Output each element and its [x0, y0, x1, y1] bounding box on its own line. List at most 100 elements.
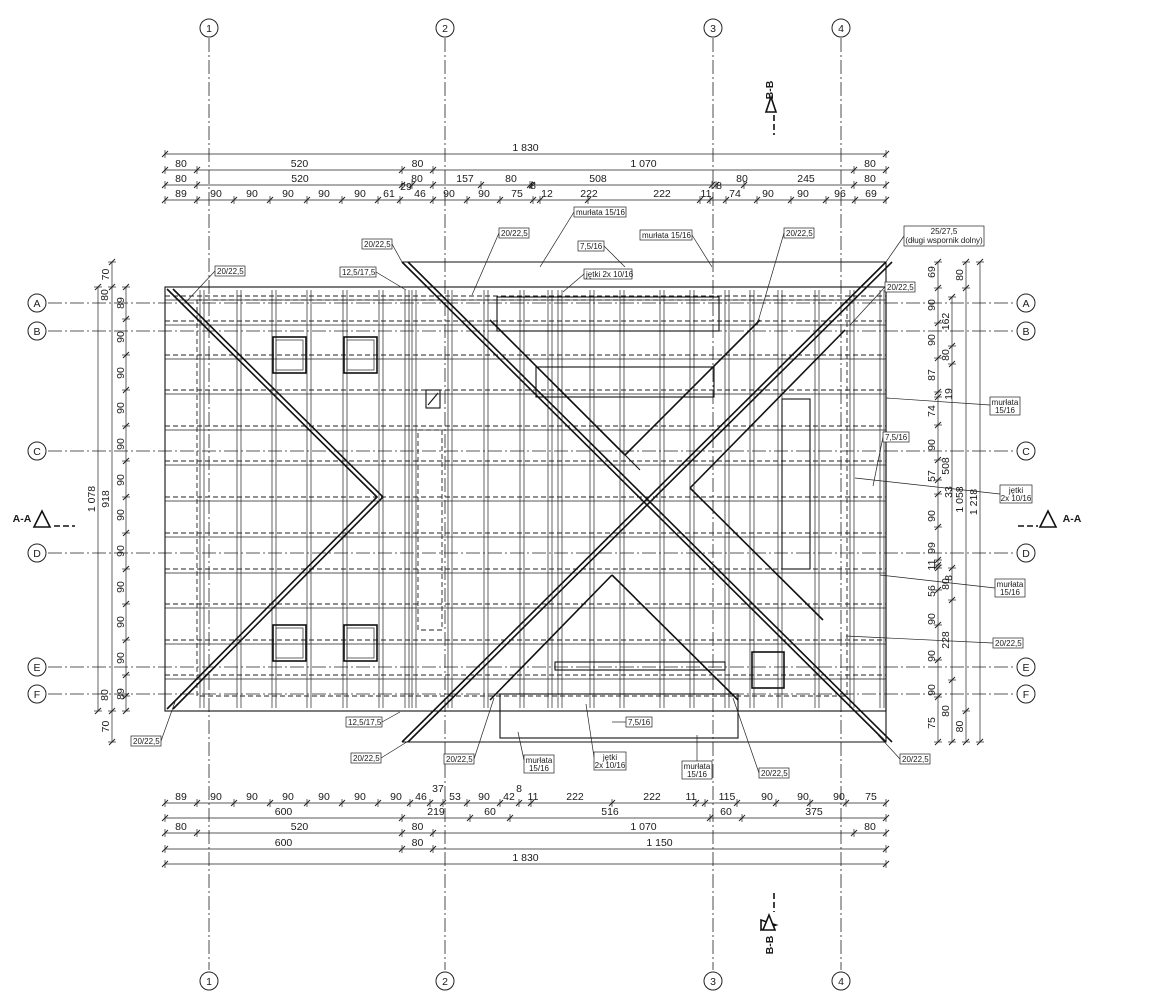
- svg-text:murłata: murłata: [997, 580, 1024, 589]
- dim-top-row4: 222: [653, 188, 671, 200]
- grid-row-label: E: [1022, 662, 1029, 674]
- dim-bottom-row1: 37: [432, 783, 444, 795]
- dim-top-row4: 11: [701, 188, 712, 200]
- dim-right-inner: 90: [926, 334, 938, 346]
- grid-col-label: 4: [838, 23, 844, 35]
- callout-label: 20/22,5: [185, 265, 246, 303]
- roof-window: [272, 336, 307, 374]
- dim-top-total: 1 830: [512, 142, 538, 154]
- dim-bottom-row3: 1 070: [630, 821, 656, 833]
- svg-text:7,5/16: 7,5/16: [628, 718, 651, 727]
- dim-top-row3: 80: [175, 173, 187, 185]
- dim-top-row4: 74: [729, 188, 741, 200]
- grid-col-label: 3: [710, 976, 716, 988]
- dim-top-row4: 96: [834, 188, 846, 200]
- dim-right-inner: 90: [926, 650, 938, 662]
- dim-top-row4: 90: [246, 188, 258, 200]
- svg-text:murłata 15/16: murłata 15/16: [642, 231, 691, 240]
- dim-top-row3: 80: [505, 173, 517, 185]
- dim-top-row4: 61: [383, 188, 395, 200]
- dim-bottom-row1: 90: [797, 791, 809, 803]
- dim-lines: [94, 150, 984, 868]
- dim-right-inner: 57: [926, 470, 938, 482]
- dim-top-row4: 69: [865, 188, 877, 200]
- dim-right-inner: 69: [926, 266, 938, 278]
- callout-label: 20/22,5: [849, 281, 916, 326]
- dim-bottom-row1: 115: [719, 791, 736, 803]
- dim-bottom-row1: 222: [566, 791, 584, 803]
- svg-text:20/22,5: 20/22,5: [446, 755, 473, 764]
- dim-left-inner: 90: [115, 367, 127, 379]
- section-label: B-B: [764, 80, 776, 99]
- dim-left-inner: 89: [115, 297, 127, 309]
- section-mark-a-left: A-A: [13, 509, 75, 528]
- dim-top-row3: 80: [864, 173, 876, 185]
- svg-text:15/16: 15/16: [1000, 588, 1021, 597]
- dim-right-outer: 80: [954, 721, 966, 733]
- dim-bottom-total: 1 830: [512, 852, 538, 864]
- dim-bottom-row1: 90: [761, 791, 773, 803]
- dim-right-inner: 90: [926, 439, 938, 451]
- dim-bottom-row2: 600: [275, 806, 293, 818]
- dim-right-inner: 19: [943, 388, 955, 400]
- svg-text:murłata 15/16: murłata 15/16: [576, 208, 625, 217]
- dormer-opening: [781, 398, 811, 570]
- dim-right-inner: 74: [926, 405, 938, 417]
- dim-bottom-row1: 90: [833, 791, 845, 803]
- svg-text:20/22,5: 20/22,5: [217, 267, 244, 276]
- dim-right-inner: 90: [926, 613, 938, 625]
- dim-bottom-row2: 60: [720, 806, 732, 818]
- dim-bottom-row2: 375: [805, 806, 823, 818]
- grid-bubble-col-3-bottom: 3: [703, 971, 723, 991]
- dim-bottom-row4: 80: [412, 837, 424, 849]
- dim-top-row4: 90: [762, 188, 774, 200]
- callout-label: jętki 2x 10/16: [854, 477, 1033, 504]
- dim-top-row4: 46: [414, 188, 426, 200]
- dim-right-mid: 228: [940, 631, 952, 649]
- dim-right-inner: 8: [943, 575, 955, 581]
- grid-bubble-row-a-right: A: [1016, 293, 1036, 313]
- dim-left-mid: 918: [100, 490, 112, 508]
- dim-right-total: 1 218: [968, 489, 980, 515]
- dim-top-row3: 29: [400, 181, 412, 193]
- section-mark-b-top: B-B: [764, 80, 778, 135]
- grid-bubble-row-f-left: F: [27, 684, 47, 704]
- svg-text:20/22,5: 20/22,5: [364, 240, 391, 249]
- dim-top-row4: 222: [580, 188, 598, 200]
- dim-top-row3: 8: [530, 180, 536, 192]
- dim-bottom-row3: 80: [175, 821, 187, 833]
- callouts: murłata 15/16 20/22,5 murłata 15/16 7,5/…: [130, 206, 1033, 780]
- svg-text:murłata: murłata: [684, 762, 711, 771]
- dim-right-outer: 1 058: [954, 486, 966, 512]
- dim-left-inner: 90: [115, 438, 127, 450]
- dim-right-inner: 90: [926, 684, 938, 696]
- callout-label: murłata 15/16: [539, 206, 627, 268]
- framing: [164, 261, 893, 743]
- grid-bubble-col-4-top: 4: [831, 18, 851, 38]
- svg-text:15/16: 15/16: [687, 770, 708, 779]
- svg-text:15/16: 15/16: [995, 406, 1016, 415]
- grid-bubble-row-d-left: D: [27, 543, 47, 563]
- horizontal-beams: [165, 295, 886, 680]
- grid-row-label: A: [33, 298, 40, 310]
- dim-top-row4: 90: [443, 188, 455, 200]
- callout-label: 20/22,5: [361, 238, 403, 263]
- dim-left-mid: 70: [100, 269, 112, 281]
- grid-bubble-col-1-bottom: 1: [199, 971, 219, 991]
- dim-bottom-row1: 90: [354, 791, 366, 803]
- callout-label: jętki 2x 10/16: [562, 268, 634, 293]
- dim-right-inner: 33: [943, 486, 955, 498]
- dim-bottom-row1: 90: [478, 791, 490, 803]
- dim-right-outer: 80: [954, 269, 966, 281]
- section-mark-b-bottom: B-B: [760, 893, 779, 954]
- grid-row-label: E: [33, 662, 40, 674]
- roof-window: [343, 624, 378, 662]
- callout-label: murłata 15/16: [639, 229, 713, 268]
- dim-bottom-row1: 90: [282, 791, 294, 803]
- dim-bottom-row2: 60: [484, 806, 496, 818]
- callout-label: murłata 15/16: [885, 396, 1021, 416]
- roof-window: [751, 651, 785, 689]
- dim-top-row2: 80: [412, 158, 424, 170]
- grid-col-label: 4: [838, 976, 844, 988]
